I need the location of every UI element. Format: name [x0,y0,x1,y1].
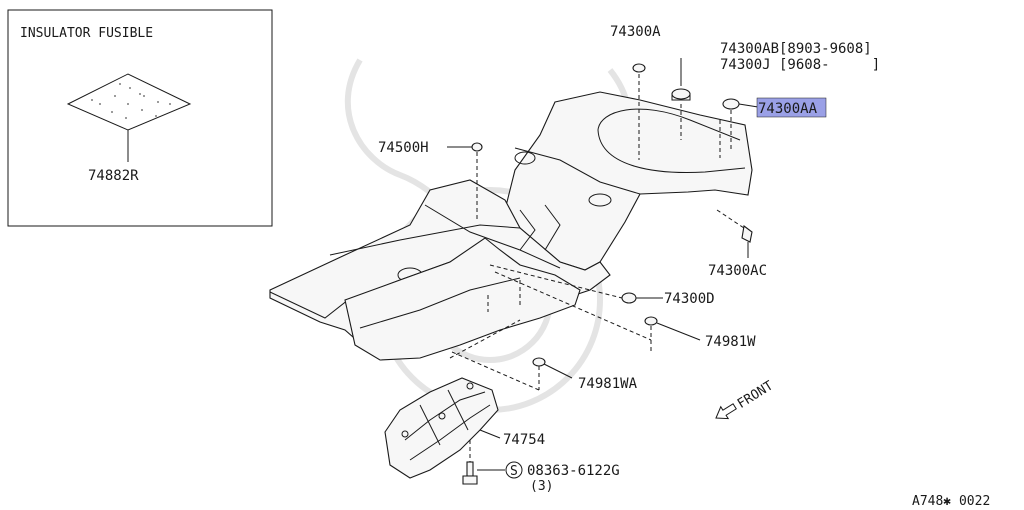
insulator-pad [66,73,192,131]
label-74981WA[interactable]: 74981WA [578,376,638,392]
label-74300D[interactable]: 74300D [664,291,715,307]
label-74300AC[interactable]: 74300AC [708,263,767,279]
front-arrow: FRONT [715,378,776,420]
front-arrow-icon [715,403,737,420]
label-bolt-qty: (3) [530,479,553,494]
label-74300AA[interactable]: 74300AA [758,101,818,117]
insulator-pad-dots [91,83,171,119]
inset-title: INSULATOR FUSIBLE [20,26,153,41]
label-74754[interactable]: 74754 [503,432,545,448]
front-label: FRONT [735,378,776,412]
floor-insulator-assembly [269,91,753,361]
label-74300AB[interactable]: 74300AB[8903-9608] [720,41,872,57]
heat-shield [384,377,499,479]
label-74500H[interactable]: 74500H [378,140,429,156]
clips [449,63,753,485]
highlight-74300AA [756,97,827,118]
inset-box: INSULATOR FUSIBLE 74882R [7,9,273,227]
label-08363-6122G[interactable]: 08363-6122G [527,463,620,479]
label-74981W[interactable]: 74981W [705,334,756,350]
leader-lines [447,58,759,471]
bolt-symbol: S [510,464,518,479]
bolt-symbol-circle [505,461,523,479]
label-74300A[interactable]: 74300A [610,24,661,40]
diagram-code: A748✱ 0022 [912,494,990,509]
inset-part-number: 74882R [88,168,139,184]
label-74300J[interactable]: 74300J [9608- ] [720,57,880,73]
